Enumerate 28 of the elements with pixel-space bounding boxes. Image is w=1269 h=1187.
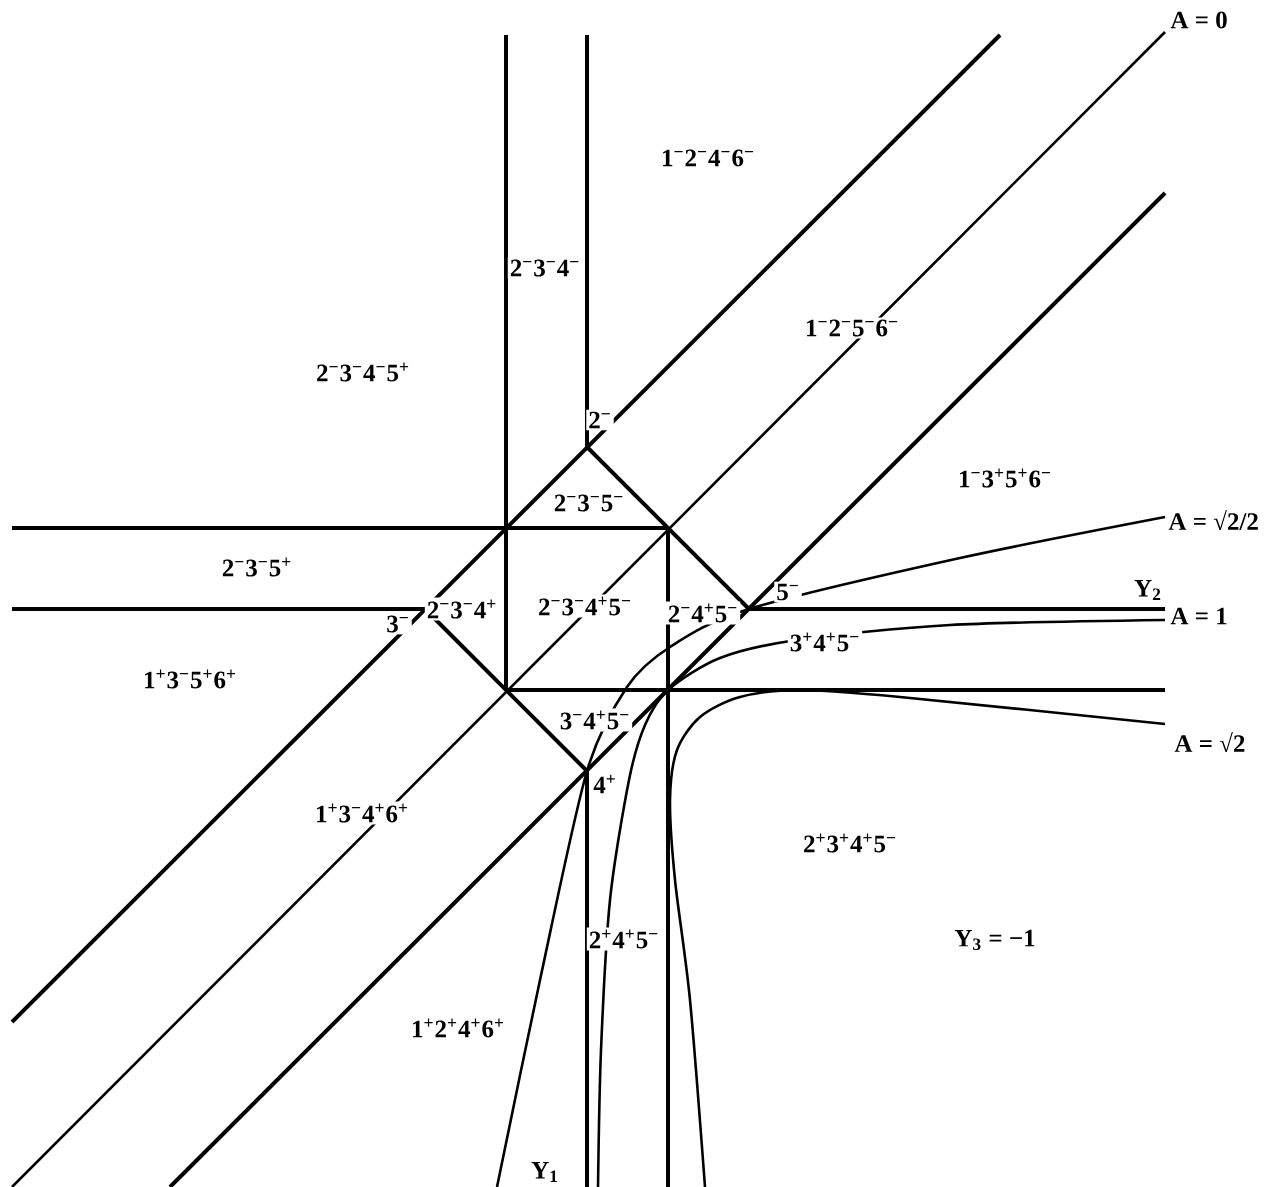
- curve-label: Y$_{1}$: [529, 1160, 561, 1184]
- curve-label: A = 1: [1168, 605, 1230, 627]
- region-label: 2$^{−}$4$^{+}$5$^{−}$: [665, 601, 741, 625]
- region-label: 2$^{−}$3$^{−}$4$^{+}$: [424, 597, 500, 621]
- curve-label: A = 0: [1168, 9, 1230, 31]
- curve-label: Y$_{2}$: [1132, 578, 1164, 602]
- region-label: 1$^{+}$3$^{−}$4$^{+}$6$^{+}$: [313, 801, 411, 825]
- region-label: 1$^{+}$2$^{+}$4$^{+}$6$^{+}$: [409, 1016, 507, 1040]
- vertex-label: 2$^{−}$: [586, 409, 614, 431]
- vertex-label: 4$^{+}$: [591, 772, 619, 796]
- region-label: 2$^{+}$3$^{+}$4$^{+}$5$^{−}$: [801, 831, 899, 855]
- curve-label: A = √2: [1172, 730, 1248, 754]
- curve-label: A = √2/2: [1166, 508, 1261, 532]
- region-label: 2$^{−}$3$^{−}$5$^{+}$: [219, 555, 295, 579]
- vertex-label: 3$^{−}$: [384, 613, 412, 635]
- region-label: 1$^{−}$2$^{−}$5$^{−}$6$^{−}$: [803, 317, 901, 339]
- region-label: 2$^{−}$3$^{−}$4$^{−}$5$^{+}$: [314, 360, 412, 384]
- curve-label: Y$_{3}$ = −1: [952, 927, 1038, 953]
- vertex-label: 5$^{−}$: [774, 581, 802, 603]
- region-label: 3$^{−}$4$^{+}$5$^{−}$: [557, 708, 633, 732]
- region-label: 1$^{−}$2$^{−}$4$^{−}$6$^{−}$: [659, 147, 757, 169]
- region-label: 1$^{−}$3$^{+}$5$^{+}$6$^{−}$: [956, 466, 1054, 490]
- region-label: 1$^{+}$3$^{−}$5$^{+}$6$^{+}$: [141, 667, 239, 691]
- region-label: 2$^{−}$3$^{−}$4$^{−}$: [507, 257, 583, 279]
- region-label: 3$^{+}$4$^{+}$5$^{−}$: [787, 630, 863, 654]
- region-label: 2$^{−}$3$^{−}$4$^{+}$5$^{−}$: [536, 594, 634, 618]
- region-label: 2$^{+}$4$^{+}$5$^{−}$: [586, 927, 662, 951]
- region-label: 2$^{−}$3$^{−}$5$^{−}$: [551, 492, 627, 514]
